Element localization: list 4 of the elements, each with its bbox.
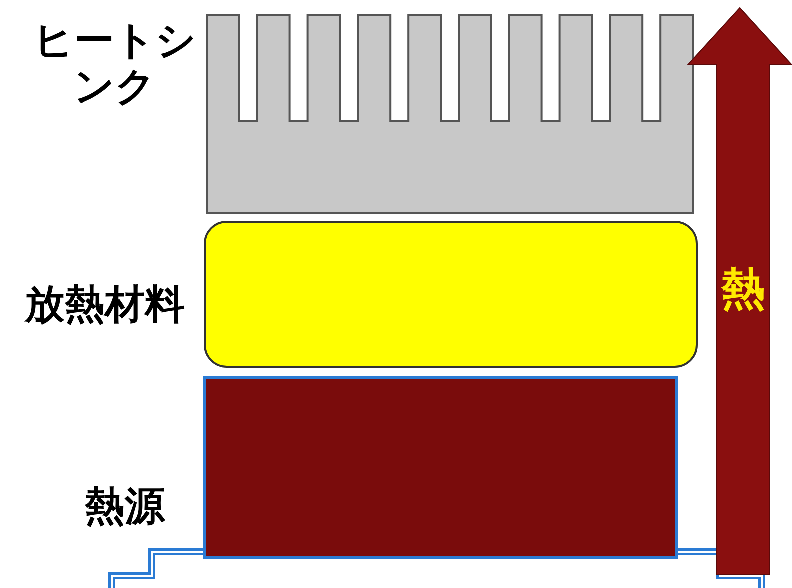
part-label: 熱源 [84,484,166,530]
part-label: ヒートシンク [32,18,198,110]
heat-label: 熱 [720,265,766,316]
part-label: 放熱材料 [24,282,186,328]
